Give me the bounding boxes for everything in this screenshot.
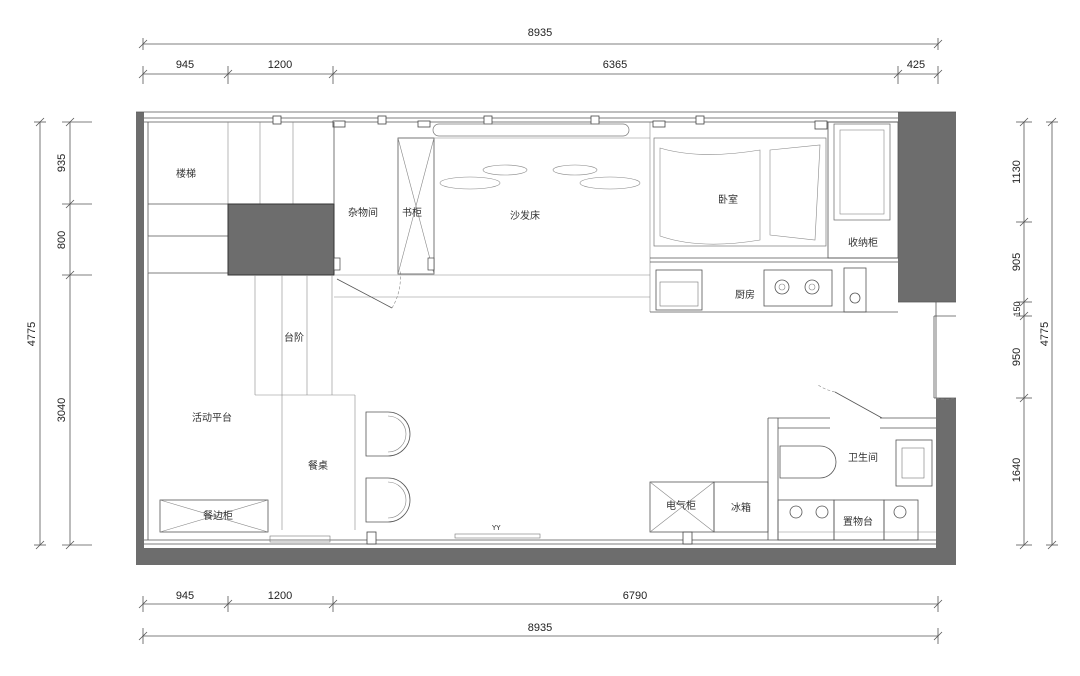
left-dim-935: 935	[56, 154, 68, 172]
right-dim-1130: 1130	[1011, 160, 1023, 184]
bathroom-sink	[895, 439, 933, 487]
top-dim-1200: 1200	[268, 59, 292, 71]
bottom-total-dim: 8935	[528, 622, 552, 634]
right-dim-150: 150	[1012, 301, 1022, 316]
label-steps: 台阶	[284, 331, 304, 344]
bottom-dimensions: 945 1200 6790 8935	[138, 590, 943, 644]
left-dim-800: 800	[56, 231, 68, 249]
sofa-bed-area	[397, 122, 651, 312]
label-kitchen: 厨房	[735, 288, 755, 301]
label-storage-cabinet: 收纳柜	[848, 236, 878, 249]
label-small-mark: YY	[491, 524, 501, 532]
bookcase	[397, 137, 435, 275]
chair-1	[365, 411, 411, 457]
left-dim-3040: 3040	[56, 398, 68, 422]
top-dimensions: 8935 945 1200 6365 425	[138, 27, 943, 84]
bottom-dim-1200: 1200	[268, 590, 292, 602]
left-dimensions: 4775 935 800 3040	[26, 117, 92, 550]
label-fridge: 冰箱	[731, 501, 751, 514]
label-bathroom: 卫生间	[848, 451, 878, 464]
top-total-dim: 8935	[528, 27, 552, 39]
bottom-dim-6790: 6790	[623, 590, 647, 602]
label-sideboard: 餐边柜	[203, 509, 233, 522]
stair-core	[227, 203, 335, 276]
fridge	[713, 481, 769, 533]
toilet	[779, 445, 837, 479]
room-labels: 楼梯 杂物间 书柜 沙发床 卧室 收纳柜 厨房 台阶 活动平台 餐桌 餐边柜 电…	[176, 167, 878, 532]
sink	[655, 269, 703, 311]
kitchen-area	[650, 267, 898, 313]
right-total-dim: 4775	[1039, 322, 1051, 346]
bedroom-area	[650, 121, 899, 263]
right-dim-1640: 1640	[1011, 458, 1023, 482]
label-storage-room: 杂物间	[348, 206, 378, 219]
label-electric-cabinet: 电气柜	[666, 499, 696, 512]
right-dimensions: 1130 905 150 950 1640 4775	[1011, 117, 1058, 550]
storage-cabinet	[827, 121, 899, 259]
walls	[136, 111, 956, 565]
stove	[763, 269, 833, 307]
label-activity-platform: 活动平台	[192, 411, 232, 424]
dining-area	[365, 411, 411, 523]
label-sofa-bed: 沙发床	[510, 209, 540, 222]
stair-area	[147, 122, 650, 533]
label-bedroom: 卧室	[718, 193, 738, 206]
top-dim-425: 425	[907, 59, 925, 71]
label-shelf: 置物台	[843, 515, 873, 528]
top-dim-6365: 6365	[603, 59, 627, 71]
label-bookcase: 书柜	[402, 206, 422, 219]
sideboard	[159, 499, 269, 533]
chair-2	[365, 477, 411, 523]
label-stairs: 楼梯	[176, 167, 196, 180]
left-total-dim: 4775	[26, 322, 38, 346]
right-dim-905: 905	[1011, 253, 1023, 271]
label-dining-table: 餐桌	[308, 459, 328, 472]
top-dim-945: 945	[176, 59, 194, 71]
bottom-dim-945: 945	[176, 590, 194, 602]
right-dim-950: 950	[1011, 348, 1023, 366]
bathroom-area	[649, 384, 957, 541]
